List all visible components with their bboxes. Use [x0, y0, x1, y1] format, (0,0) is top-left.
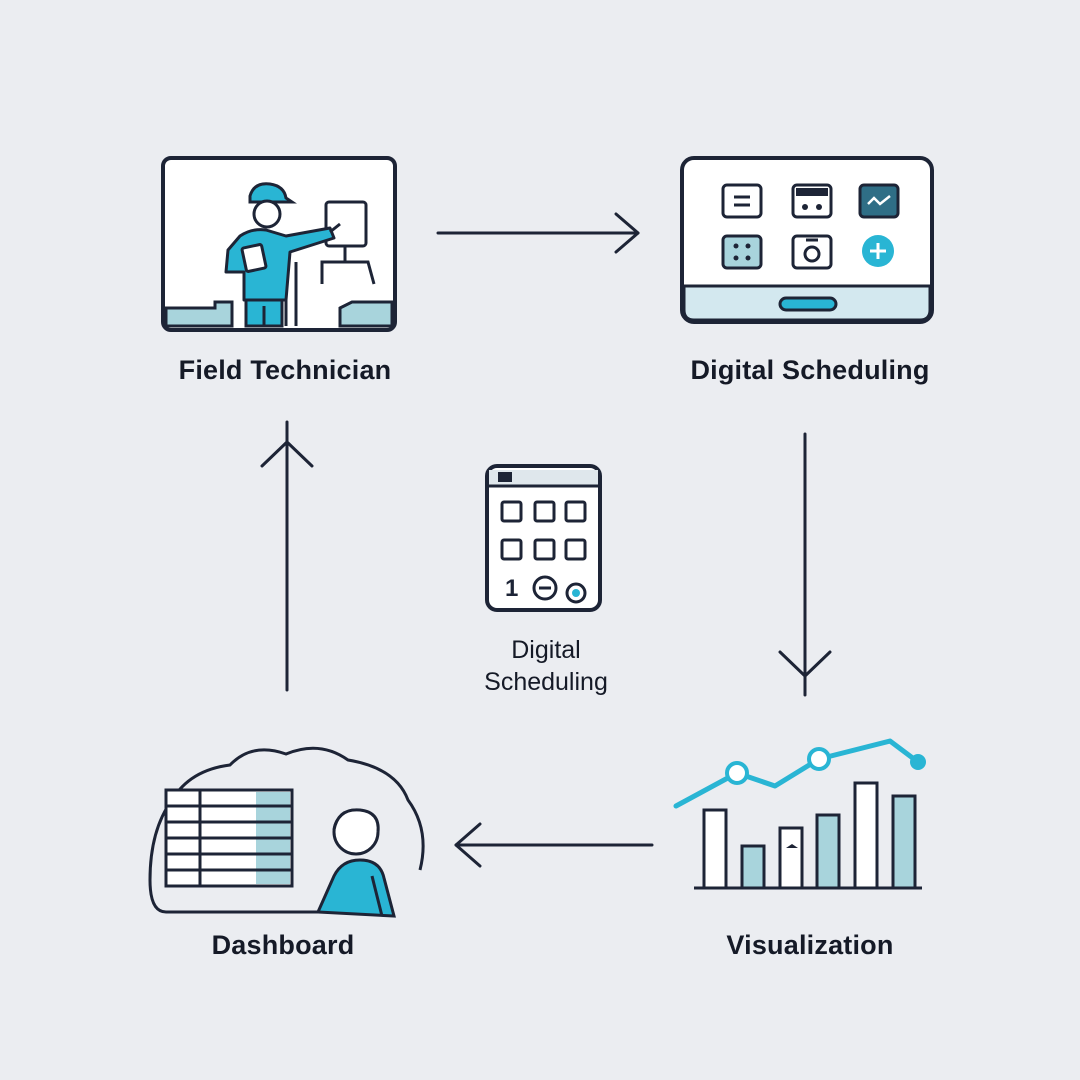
visualization-illustration: [673, 738, 926, 890]
digital-scheduling-label: Digital Scheduling: [690, 355, 930, 385]
arrow-up-icon: [260, 420, 314, 692]
dashboard-illustration: [148, 746, 425, 918]
arrow-left-icon: [454, 822, 654, 868]
user-avatar-icon: [315, 808, 396, 918]
plus-icon: [565, 582, 587, 604]
add-icon: [862, 235, 894, 267]
location-icon: [791, 234, 833, 270]
keypad-device-illustration: 1: [485, 464, 602, 612]
minus-icon: [532, 575, 558, 601]
arrow-right-icon: [436, 212, 640, 254]
visualization-label: Visualization: [726, 930, 894, 960]
grid-icon: [721, 234, 763, 270]
center-scheduling-label: Digital Scheduling: [430, 634, 662, 698]
center-label-line1: Digital: [511, 636, 581, 664]
dashboard-label: Dashboard: [211, 930, 355, 960]
data-table-icon: [164, 788, 294, 888]
field-technician-label: Field Technician: [178, 355, 392, 385]
document-icon: [721, 183, 763, 219]
field-technician-illustration: [161, 156, 397, 332]
center-label-line2: Scheduling: [484, 668, 608, 696]
chart-icon: [858, 183, 900, 219]
keypad-digit: 1: [505, 575, 518, 602]
arrow-down-icon: [778, 432, 832, 697]
calendar-icon: [791, 183, 833, 219]
digital-scheduling-illustration: [680, 156, 934, 324]
